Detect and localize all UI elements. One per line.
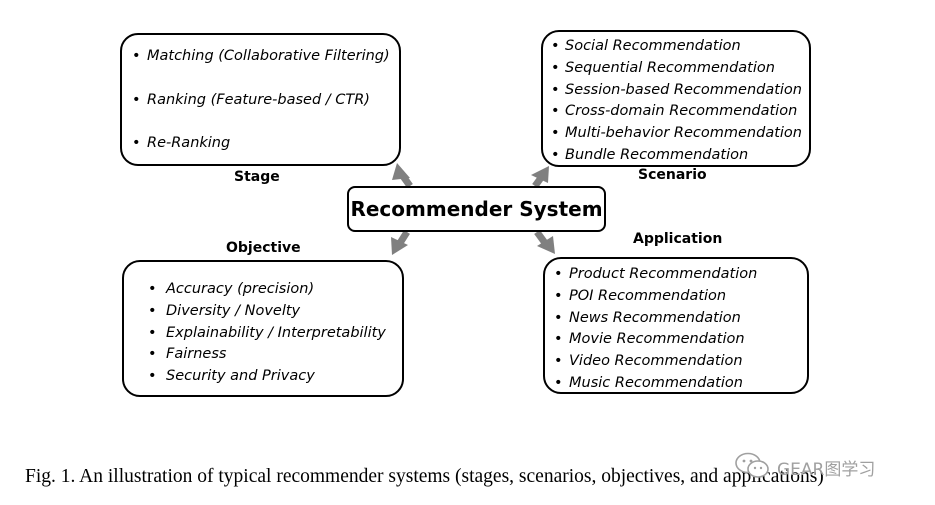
stage-heading: Stage xyxy=(234,169,280,185)
objective-heading: Objective xyxy=(226,240,301,256)
application-item: Video Recommendation xyxy=(554,351,757,373)
watermark: GEAR图学习 xyxy=(733,450,875,484)
stage-item: Re-Ranking xyxy=(132,135,230,151)
scenario-item: Sequential Recommendation xyxy=(551,58,802,80)
scenario-box: Social Recommendation Sequential Recomme… xyxy=(541,30,811,167)
application-item: News Recommendation xyxy=(554,308,757,330)
scenario-item: Session-based Recommendation xyxy=(551,80,802,102)
stage-item: Matching (Collaborative Filtering) xyxy=(132,48,390,64)
arrow-to-scenario xyxy=(531,166,549,189)
application-list: Product Recommendation POI Recommendatio… xyxy=(554,264,757,395)
objective-item: Accuracy (precision) xyxy=(148,279,386,301)
arrow-to-application xyxy=(534,229,555,254)
application-item: Music Recommendation xyxy=(554,373,757,395)
objective-list: Accuracy (precision) Diversity / Novelty… xyxy=(148,279,386,388)
scenario-heading: Scenario xyxy=(638,167,707,183)
scenario-list: Social Recommendation Sequential Recomme… xyxy=(551,36,802,167)
watermark-text: GEAR图学习 xyxy=(777,459,876,480)
application-item: POI Recommendation xyxy=(554,286,757,308)
application-box: Product Recommendation POI Recommendatio… xyxy=(543,257,809,395)
stage-item: Ranking (Feature-based / CTR) xyxy=(132,92,370,108)
objective-item: Explainability / Interpretability xyxy=(148,323,386,345)
scenario-item: Multi-behavior Recommendation xyxy=(551,123,802,145)
arrow-to-objective xyxy=(391,230,410,255)
objective-item: Security and Privacy xyxy=(148,366,386,388)
objective-box: Accuracy (precision) Diversity / Novelty… xyxy=(122,260,404,397)
figure-caption: Fig. 1. An illustration of typical recom… xyxy=(25,466,824,487)
center-box: Recommender System xyxy=(347,186,606,232)
application-heading: Application xyxy=(633,231,723,247)
objective-item: Fairness xyxy=(148,344,386,366)
stage-box: Matching (Collaborative Filtering) Ranki… xyxy=(120,33,401,166)
application-item: Movie Recommendation xyxy=(554,329,757,351)
application-item: Product Recommendation xyxy=(554,264,757,286)
scenario-item: Cross-domain Recommendation xyxy=(551,101,802,123)
wechat-icon xyxy=(733,450,773,484)
scenario-item: Social Recommendation xyxy=(551,36,802,58)
objective-item: Diversity / Novelty xyxy=(148,301,386,323)
arrow-to-stage xyxy=(392,163,413,189)
scenario-item: Bundle Recommendation xyxy=(551,145,802,167)
